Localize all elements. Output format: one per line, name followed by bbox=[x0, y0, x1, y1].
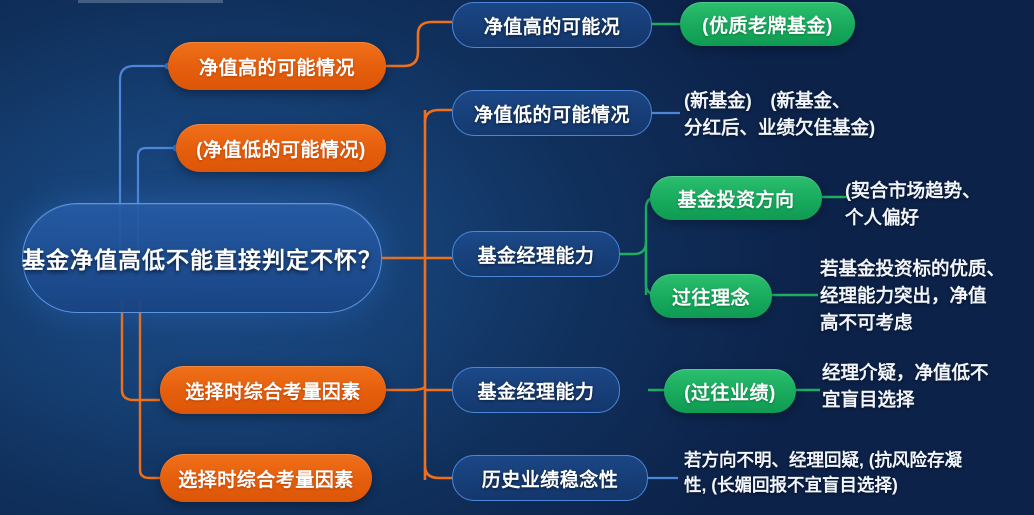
link-l1-1-to-l2-1 bbox=[386, 20, 452, 68]
sub-node-history-stability[interactable]: 历史业绩稳念性 bbox=[452, 455, 648, 501]
branch-label: 选择时综合考量因素 bbox=[185, 381, 361, 403]
note-quality-target-manager: 若基金投资标的优质、 经理能力突出，净值 高不可考虑 bbox=[820, 258, 1006, 333]
leaf-node-past-performance[interactable]: (过往业绩) bbox=[664, 369, 796, 413]
link-root-to-l1-4 bbox=[138, 300, 160, 480]
leaf-node-past-philosophy[interactable]: 过往理念 bbox=[650, 274, 772, 318]
branch-node-selection-factors-2[interactable]: 选择时综合考量因素 bbox=[160, 454, 372, 502]
link-l1-3-to-spine bbox=[386, 385, 427, 392]
top-highlight-artifact bbox=[78, 0, 223, 3]
sub-node-net-value-low-case[interactable]: 净值低的可能情况 bbox=[452, 90, 652, 136]
branch-label: 净值高的可能情况 bbox=[198, 57, 355, 79]
link-root-to-l1-3 bbox=[120, 300, 160, 402]
root-node[interactable]: 基金净值高低不能直接判定不怀？ bbox=[22, 203, 382, 313]
note-new-fund-cases: (新基金) (新基金、 分红后、业绩欠佳基金) bbox=[684, 90, 876, 138]
note-manager-doubt-low-value: 经理介疑，净值低不 宜盲目选择 bbox=[822, 362, 989, 410]
branch-node-selection-factors-1[interactable]: 选择时综合考量因素 bbox=[160, 366, 386, 414]
leaf-node-label: 过往理念 bbox=[671, 287, 750, 309]
leaf-node-label: (优质老牌基金) bbox=[702, 15, 833, 37]
sub-node-net-value-high-case[interactable]: 净值高的可能况 bbox=[452, 2, 652, 48]
sub-node-label: 净值低的可能情况 bbox=[473, 104, 630, 126]
link-spine-to-l2-5 bbox=[423, 465, 452, 480]
note-market-trend-preference: (契合市场趋势、 个人偏好 bbox=[845, 180, 981, 228]
branch-label: 选择时综合考量因素 bbox=[178, 469, 354, 491]
branch-node-net-value-low[interactable]: (净值低的可能情况) bbox=[176, 124, 386, 172]
sub-node-manager-ability-1[interactable]: 基金经理能力 bbox=[452, 231, 620, 277]
sub-node-label: 基金经理能力 bbox=[477, 245, 595, 267]
link-spine-to-l2-2 bbox=[423, 108, 452, 123]
note-unclear-direction-risk: 若方向不明、经理回疑, (抗风险存凝 性, (长媚回报不宜盲目选择) bbox=[684, 450, 963, 496]
leaf-node-quality-old-fund[interactable]: (优质老牌基金) bbox=[680, 2, 855, 46]
branch-node-net-value-high[interactable]: 净值高的可能情况 bbox=[168, 42, 386, 90]
leaf-node-investment-direction[interactable]: 基金投资方向 bbox=[650, 176, 822, 220]
root-node-label: 基金净值高低不能直接判定不怀？ bbox=[22, 247, 382, 273]
sub-node-manager-ability-2[interactable]: 基金经理能力 bbox=[452, 367, 620, 413]
sub-node-label: 历史业绩稳念性 bbox=[481, 469, 619, 491]
leaf-node-label: (过往业绩) bbox=[684, 382, 776, 404]
sub-node-label: 净值高的可能况 bbox=[483, 16, 621, 38]
branch-label: (净值低的可能情况) bbox=[196, 139, 366, 161]
leaf-node-label: 基金投资方向 bbox=[677, 189, 795, 211]
sub-node-label: 基金经理能力 bbox=[477, 381, 595, 403]
